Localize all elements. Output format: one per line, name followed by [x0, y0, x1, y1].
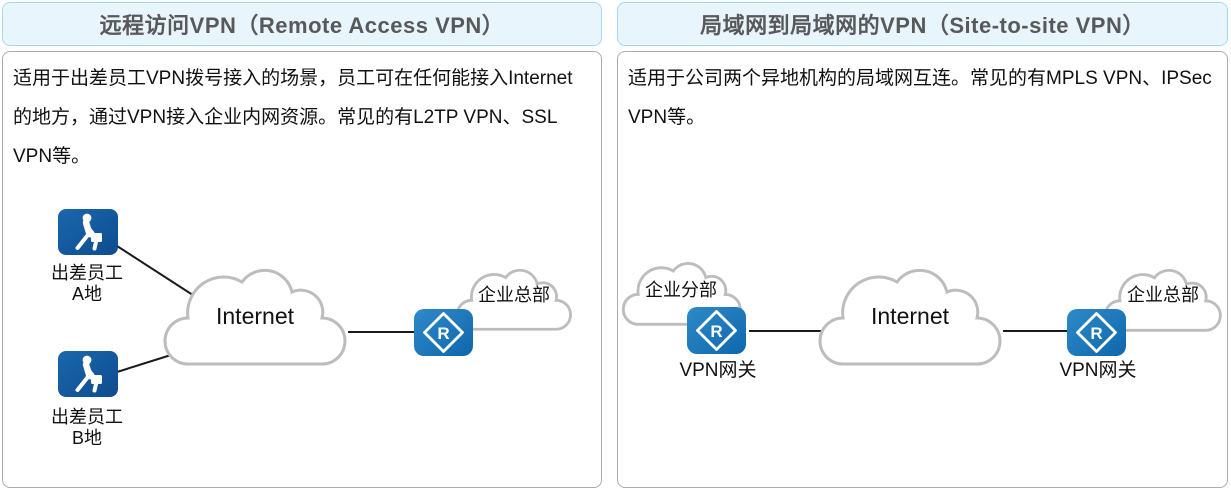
traveler-a-label-line1: 出差员工 [51, 263, 123, 283]
branch-cloud-label: 企业分部 [645, 280, 717, 300]
site-vpn-body: 适用于公司两个异地机构的局域网互连。常见的有MPLS VPN、IPSec VPN… [617, 51, 1228, 488]
hq-cloud-label: 企业总部 [478, 285, 550, 305]
traveler-b-icon [58, 351, 118, 397]
router-icon: R [412, 307, 475, 358]
router-letter: R [710, 322, 722, 341]
remote-vpn-description: 适用于出差员工VPN拨号接入的场景，员工可在任何能接入Internet的地方，通… [13, 68, 573, 167]
panel-site-to-site-vpn: 局域网到局域网的VPN（Site-to-site VPN） 适用于公司两个异地机… [617, 0, 1228, 495]
remote-vpn-title: 远程访问VPN（Remote Access VPN） [2, 2, 602, 46]
hq-cloud-label: 企业总部 [1127, 285, 1199, 305]
panel-remote-access-vpn: 远程访问VPN（Remote Access VPN） 适用于出差员工VPN拨号接… [2, 0, 602, 495]
router-letter: R [1090, 324, 1102, 343]
remote-vpn-network-diagram: Internet 企业总部 R 出差员工 A地 出差员工 B地 [51, 52, 572, 448]
site-vpn-description: 适用于公司两个异地机构的局域网互连。常见的有MPLS VPN、IPSec VPN… [628, 68, 1212, 128]
vpn-gateway-2-icon: R [1065, 307, 1128, 358]
traveler-b-label-line1: 出差员工 [51, 407, 123, 427]
internet-cloud-label: Internet [871, 303, 950, 329]
link-traveler-a-internet [116, 245, 200, 300]
traveler-a-label-line2: A地 [72, 284, 102, 304]
router-letter: R [437, 324, 449, 343]
remote-vpn-body: 适用于出差员工VPN拨号接入的场景，员工可在任何能接入Internet的地方，通… [2, 51, 602, 488]
internet-cloud-label: Internet [216, 303, 295, 329]
vpn-gateway-2-label: VPN网关 [1059, 359, 1136, 381]
traveler-b-label-line2: B地 [72, 428, 102, 448]
vpn-gateway-1-label: VPN网关 [679, 359, 756, 381]
vpn-gateway-1-icon: R [685, 305, 748, 356]
site-vpn-title: 局域网到局域网的VPN（Site-to-site VPN） [617, 2, 1228, 46]
site-vpn-network-diagram: 企业分部 Internet 企业总部 R VPN网关 R VPN网关 [621, 261, 1222, 381]
traveler-a-icon [58, 209, 118, 255]
